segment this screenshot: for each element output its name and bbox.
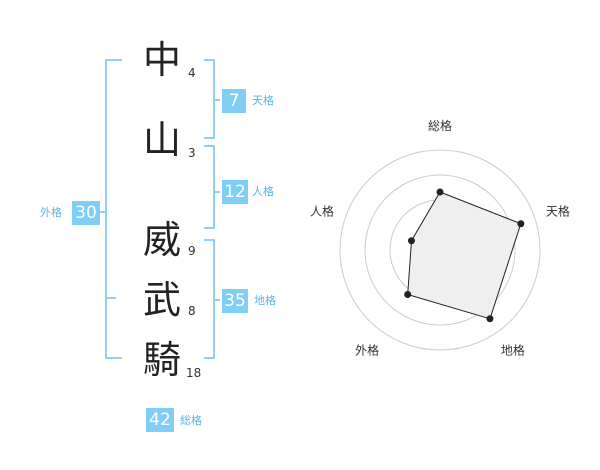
gaikaku-bracket (105, 59, 122, 359)
radar-axis-label: 総格 (428, 118, 452, 133)
soukaku-value: 42 (146, 408, 174, 432)
tenkaku-value: 7 (222, 89, 246, 113)
radar-axis-label: 外格 (355, 342, 379, 357)
radar-point (486, 315, 494, 323)
radar-point (407, 237, 415, 245)
name-char-5: 騎 (142, 338, 181, 382)
stroke-count-2: 3 (188, 146, 196, 160)
soukaku-label: 総格 (180, 414, 202, 427)
stroke-count-3: 9 (188, 244, 196, 258)
radar-axis-label: 地格 (501, 342, 525, 357)
stroke-count-5: 18 (186, 366, 202, 380)
jinkaku-bracket (204, 145, 215, 229)
gaikaku-value: 30 (72, 201, 100, 225)
chikaku-label: 地格 (254, 294, 276, 307)
radar-points (404, 188, 525, 323)
tenkaku-label: 天格 (252, 94, 274, 107)
jinkaku-label: 人格 (252, 185, 274, 198)
radar-point (436, 188, 444, 196)
radar-point (404, 290, 412, 298)
stroke-count-1: 4 (188, 66, 196, 80)
radar-axis-label: 人格 (310, 204, 334, 219)
jinkaku-value: 12 (222, 180, 248, 204)
chikaku-value: 35 (222, 289, 248, 313)
name-char-2: 山 (142, 118, 181, 162)
radar-point (517, 220, 525, 228)
name-char-1: 中 (142, 38, 181, 82)
radar-ring (339, 149, 541, 351)
stroke-count-4: 8 (188, 304, 196, 318)
name-char-3: 威 (142, 218, 181, 262)
radar-axis-label: 天格 (546, 204, 570, 219)
name-char-4: 武 (142, 278, 181, 322)
radar-ring (364, 174, 516, 326)
radar-area (407, 191, 522, 320)
gaikaku-label: 外格 (40, 206, 62, 219)
